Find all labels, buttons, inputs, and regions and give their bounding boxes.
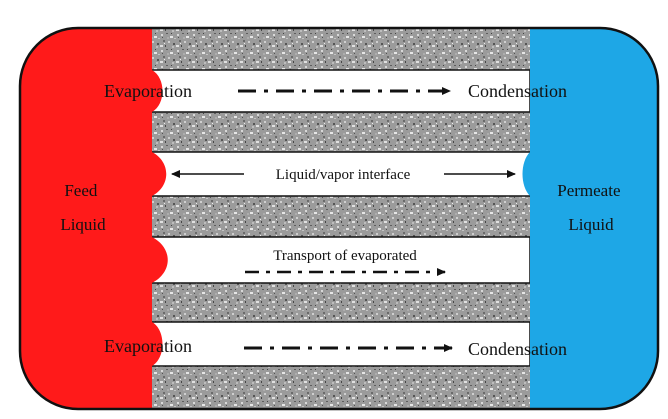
permeate-liquid-region <box>522 28 658 409</box>
module-frame <box>18 26 660 411</box>
bottom-evaporation-label: Evaporation <box>104 336 192 356</box>
top-condensation-label: Condensation <box>468 81 567 101</box>
transport-label: Transport of evaporated <box>273 248 417 264</box>
pore-channel-4 <box>149 321 531 367</box>
bottom-condensation-label: Condensation <box>468 339 567 359</box>
feed-label: Feed Liquid <box>60 181 106 234</box>
permeate-label: Permeate Liquid <box>557 181 625 234</box>
top-evaporation-label: Evaporation <box>104 81 192 101</box>
feed-liquid-region <box>20 28 168 409</box>
pore-channel-3 <box>149 236 531 284</box>
interface-label: Liquid/vapor interface <box>276 167 411 183</box>
